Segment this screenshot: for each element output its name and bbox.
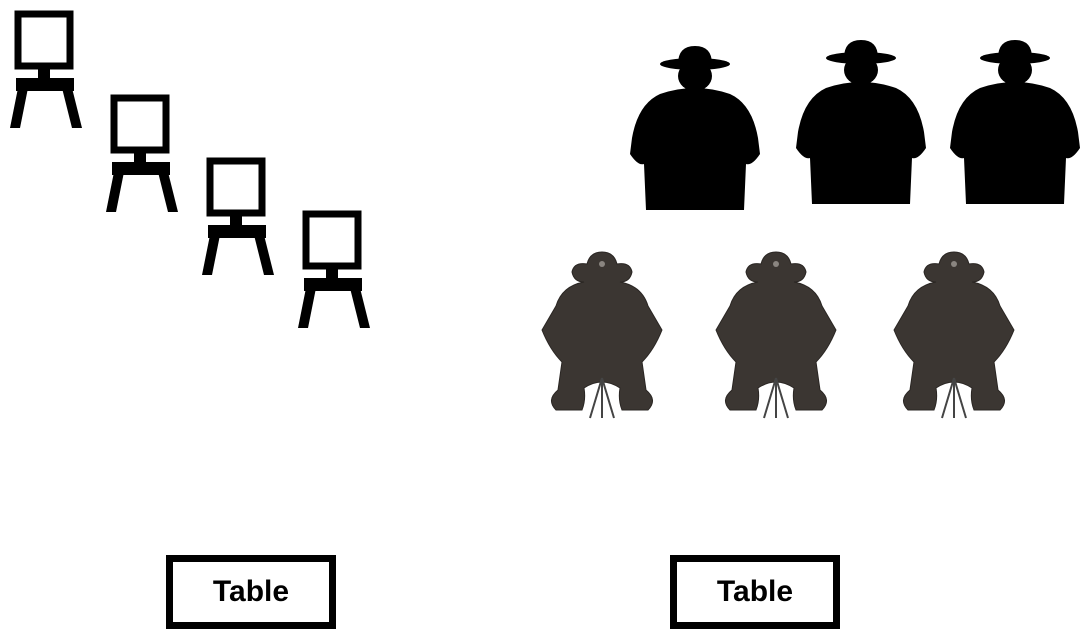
cowboy-silhouette-icon: [630, 46, 760, 210]
cowboy-silhouette-icon: [796, 40, 926, 204]
table-left: Table: [166, 555, 336, 629]
steel-cowboy-target-icon: [541, 251, 663, 419]
target-stand-icon: [202, 157, 274, 275]
table-label: Table: [716, 575, 794, 608]
steel-cowboy-target-icon: [893, 251, 1015, 419]
target-stand-icon: [106, 94, 178, 212]
steel-cowboy-target-icon: [715, 251, 837, 419]
target-stand-icon: [298, 210, 370, 328]
table-right: Table: [670, 555, 840, 629]
cowboy-silhouette-icon: [950, 40, 1080, 204]
table-label: Table: [212, 575, 290, 608]
target-stand-icon: [10, 10, 82, 128]
